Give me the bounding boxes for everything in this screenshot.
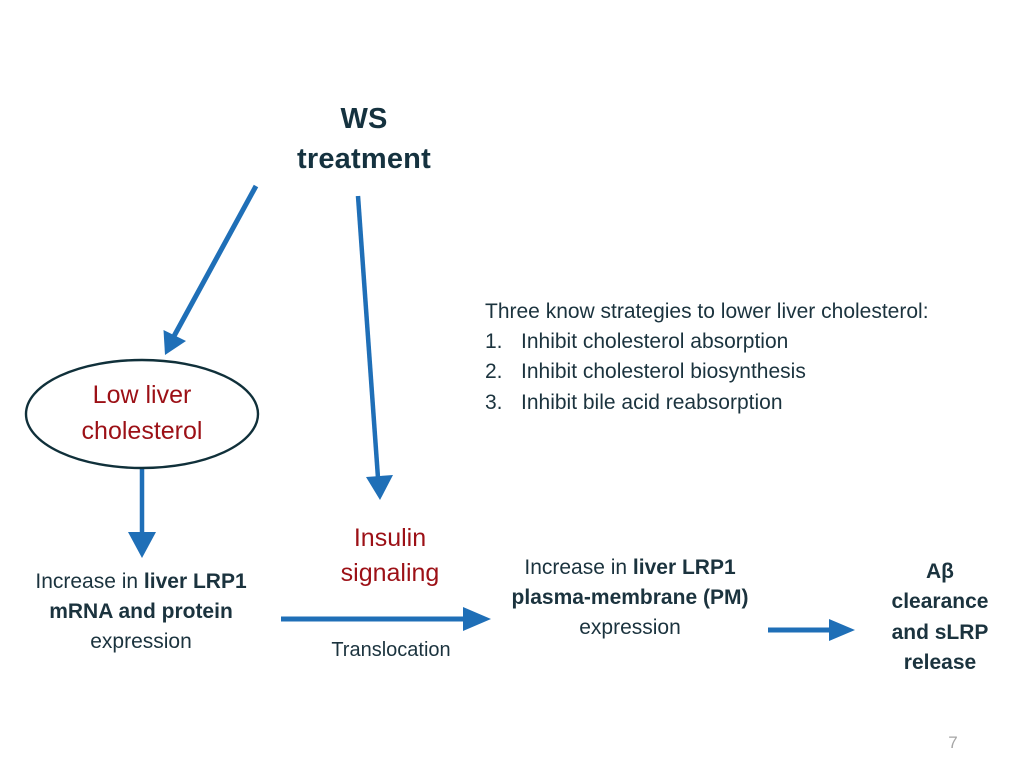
node-text-suffix: expression	[579, 616, 681, 640]
node-text-bold: liver LRP1 plasma-membrane (PM)	[511, 556, 749, 610]
arrow-label-translocation: Translocation	[331, 639, 451, 661]
page-title-line-2: treatment	[297, 143, 431, 176]
strategy-list-heading: Three know strategies to lower liver cho…	[485, 300, 929, 323]
abeta-line-1: Aβ	[926, 560, 954, 583]
arrow-ws-to-ellipse	[163, 184, 259, 355]
list-item-text: Inhibit cholesterol biosynthesis	[521, 360, 806, 384]
page-title: WS treatment	[253, 99, 475, 179]
list-item: 1. Inhibit cholesterol absorption	[485, 327, 1005, 357]
node-text-bold: liver LRP1 mRNA and protein	[49, 570, 247, 623]
arrow-pm-to-abeta	[768, 619, 855, 641]
insulin-signaling-line-1: Insulin	[353, 524, 427, 552]
list-item-number: 1.	[485, 330, 503, 354]
node-insulin-signaling: Insulin signaling	[300, 521, 480, 590]
arrow-ellipse-to-lrp1-mrna	[128, 466, 156, 558]
strategy-list-block: Three know strategies to lower liver cho…	[485, 297, 1005, 418]
node-text-suffix: expression	[90, 629, 192, 653]
page-title-line-1: WS	[340, 103, 388, 135]
strategy-list: 1. Inhibit cholesterol absorption 2. Inh…	[485, 327, 1005, 418]
node-label-line-2: cholesterol	[81, 416, 203, 445]
abeta-line-2: clearance	[891, 590, 989, 614]
list-item: 3. Inhibit bile acid reabsorption	[485, 388, 1005, 418]
node-text-prefix: Increase in	[524, 556, 633, 579]
node-low-liver-cholesterol-label: Low liver cholesterol	[24, 378, 260, 449]
ellipse-shape	[24, 358, 260, 470]
list-item-text: Inhibit cholesterol absorption	[521, 330, 789, 354]
node-abeta-clearance-slrp-release: Aβ clearance and sLRP release	[860, 557, 1020, 679]
node-label-line-1: Low liver	[92, 381, 192, 409]
list-item-number: 3.	[485, 390, 503, 414]
insulin-signaling-line-2: signaling	[340, 558, 440, 587]
abeta-line-4: release	[903, 651, 977, 675]
list-item-number: 2.	[485, 360, 503, 384]
arrow-ws-to-insulin	[355, 195, 393, 500]
arrow-mrna-to-pm	[281, 607, 491, 631]
node-low-liver-cholesterol: Low liver cholesterol	[24, 358, 260, 470]
abeta-line-3: and sLRP	[891, 620, 989, 644]
list-item: 2. Inhibit cholesterol biosynthesis	[485, 357, 1005, 387]
page-number: 7	[948, 733, 958, 752]
node-text-prefix: Increase in	[35, 570, 144, 593]
node-liver-lrp1-plasma-membrane: Increase in liver LRP1 plasma-membrane (…	[508, 553, 752, 644]
node-liver-lrp1-mrna-protein: Increase in liver LRP1 mRNA and protein …	[6, 567, 276, 656]
list-item-text: Inhibit bile acid reabsorption	[521, 390, 783, 414]
